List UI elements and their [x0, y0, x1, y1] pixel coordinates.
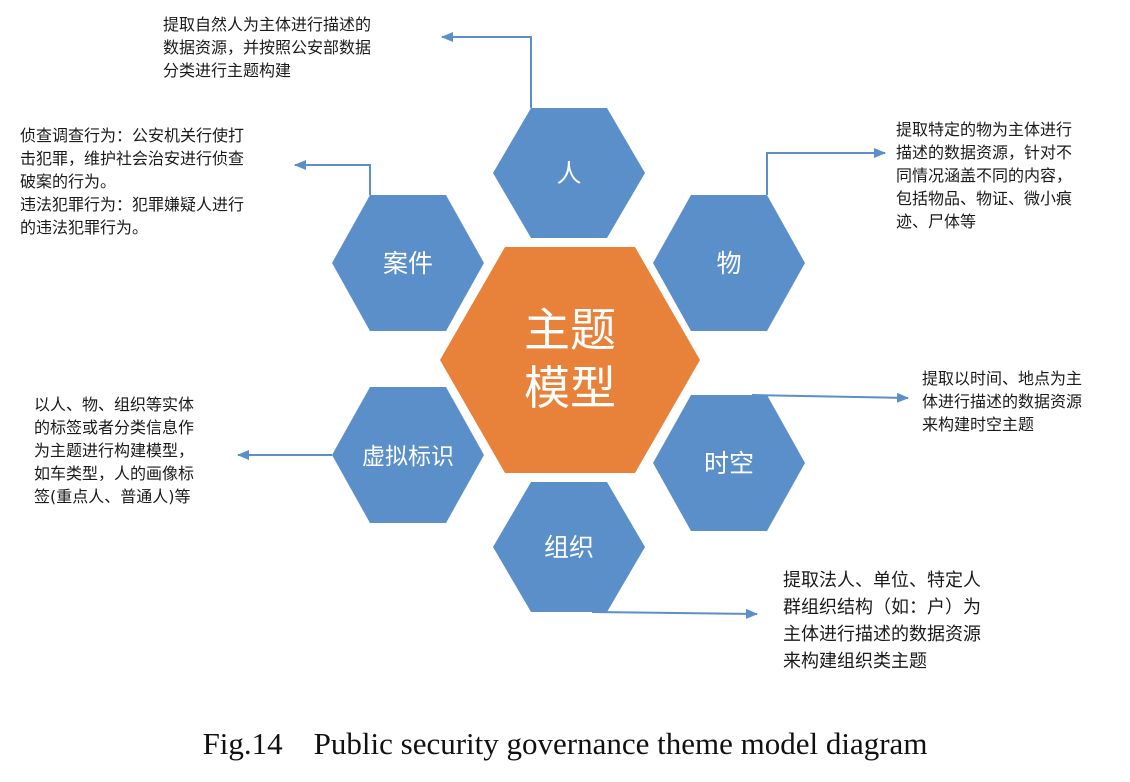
center-theme-model: 主题 模型 [440, 247, 700, 473]
desc-line: 来构建时空主题 [922, 415, 1035, 434]
node-space-time-label: 时空 [704, 449, 754, 478]
desc-line: 迹、尸体等 [896, 212, 977, 231]
node-thing: 物 [653, 195, 805, 331]
arrow-space-time [751, 392, 909, 403]
desc-line: 同情况涵盖不同的内容， [896, 166, 1073, 185]
node-organization-label: 组织 [544, 533, 594, 562]
desc-virtual-id: 以人、物、组织等实体 的标签或者分类信息作 为主题进行构建模型， 如车类型，人的… [34, 393, 194, 508]
node-person: 人 [493, 108, 645, 238]
node-virtual-id: 虚拟标识 [332, 387, 484, 523]
center-label-line2: 模型 [524, 361, 616, 415]
center-label-line1: 主题 [524, 303, 616, 357]
desc-line: 签(重点人、普通人)等 [34, 487, 191, 506]
theme-model-diagram: 人 案件 物 虚拟标识 时空 组织 主题 模型 [237, 32, 909, 619]
desc-thing: 提取特定的物为主体进行 描述的数据资源，针对不 同情况涵盖不同的内容， 包括物品… [896, 118, 1072, 233]
desc-line: 违法犯罪行为：犯罪嫌疑人进行 [20, 195, 245, 214]
desc-line: 的违法犯罪行为。 [20, 218, 149, 237]
desc-line: 破案的行为。 [20, 172, 117, 191]
desc-line: 提取以时间、地点为主 [922, 369, 1083, 388]
node-case: 案件 [332, 195, 484, 331]
desc-line: 描述的数据资源，针对不 [896, 143, 1073, 162]
desc-case: 侦查调查行为：公安机关行使打 击犯罪，维护社会治安进行侦查 破案的行为。 违法犯… [20, 124, 244, 239]
arrow-case [294, 160, 371, 195]
node-case-label: 案件 [383, 249, 433, 278]
node-organization: 组织 [493, 482, 645, 612]
desc-line: 群组织结构（如：户）为 [783, 597, 981, 618]
desc-line: 为主题进行构建模型， [34, 441, 195, 460]
desc-line: 包括物品、物证、微小痕 [896, 189, 1073, 208]
arrow-person [441, 32, 532, 108]
desc-line: 提取法人、单位、特定人 [783, 570, 981, 591]
desc-line: 侦查调查行为：公安机关行使打 [20, 126, 245, 145]
desc-line: 如车类型，人的画像标 [34, 464, 195, 483]
figure-caption: Fig.14 Public security governance theme … [202, 726, 928, 761]
desc-line: 分类进行主题构建 [163, 61, 292, 80]
desc-line: 来构建组织类主题 [783, 651, 927, 672]
node-person-label: 人 [556, 159, 581, 188]
desc-line: 提取特定的物为主体进行 [896, 120, 1073, 139]
desc-line: 击犯罪，维护社会治安进行侦查 [20, 149, 245, 168]
desc-space-time: 提取以时间、地点为主 体进行描述的数据资源 来构建时空主题 [922, 367, 1082, 436]
desc-person: 提取自然人为主体进行描述的 数据资源，并按照公安部数据 分类进行主题构建 [163, 13, 371, 82]
desc-line: 的标签或者分类信息作 [34, 418, 195, 437]
desc-line: 体进行描述的数据资源 [922, 392, 1083, 411]
desc-organization: 提取法人、单位、特定人 群组织结构（如：户）为 主体进行描述的数据资源 来构建组… [783, 567, 981, 675]
desc-line: 主体进行描述的数据资源 [783, 624, 981, 645]
node-space-time: 时空 [653, 395, 805, 531]
node-virtual-id-label: 虚拟标识 [362, 444, 454, 470]
connector-arrows [237, 32, 909, 619]
arrow-thing [766, 148, 886, 195]
desc-line: 数据资源，并按照公安部数据 [163, 38, 372, 57]
arrow-organization [591, 608, 758, 619]
desc-line: 提取自然人为主体进行描述的 [163, 15, 372, 34]
desc-line: 以人、物、组织等实体 [34, 395, 195, 414]
node-thing-label: 物 [716, 249, 741, 278]
